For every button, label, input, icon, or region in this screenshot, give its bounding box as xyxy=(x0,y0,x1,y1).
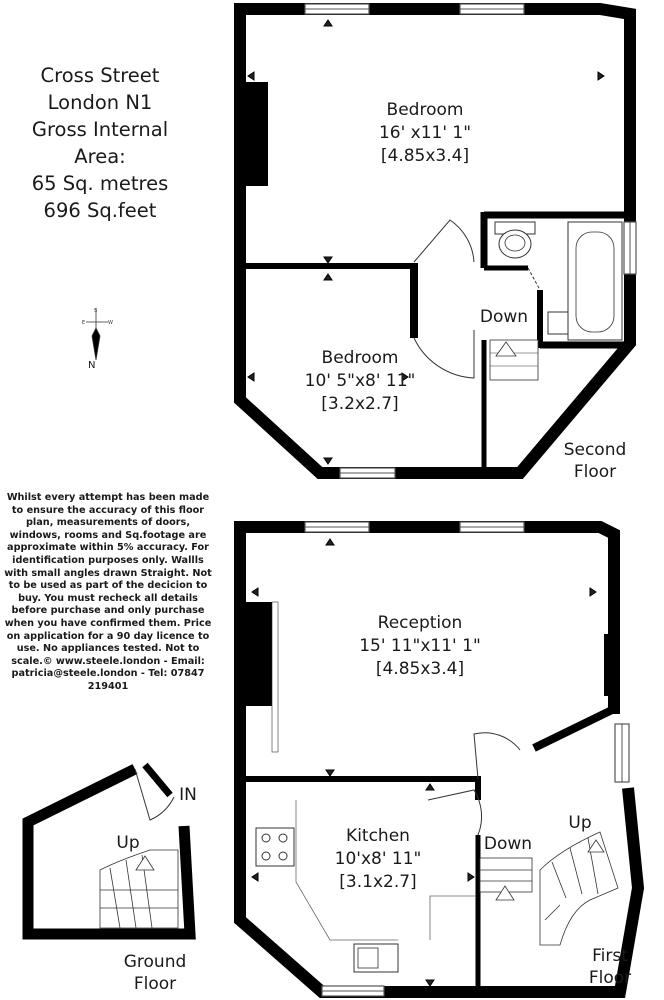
address-street: Cross Street xyxy=(40,64,160,87)
chimney-breast xyxy=(246,602,272,706)
room-name: Bedroom xyxy=(321,348,399,368)
area-metres: 65 Sq. metres xyxy=(31,172,169,195)
stairs xyxy=(479,831,619,946)
svg-text:S: S xyxy=(94,308,97,314)
first-floor-reception: Reception 15' 11"x11' 1" [4.85x3.4] xyxy=(340,612,500,681)
door-swing xyxy=(134,768,175,821)
first-floor-stairs-down-label: Down xyxy=(483,834,533,854)
room-size-metric: [3.1x2.7] xyxy=(339,872,417,892)
floor-label-line: Floor xyxy=(573,462,617,482)
area-summary: Cross Street London N1 Gross Internal Ar… xyxy=(10,62,190,224)
second-floor-stairs-label: Down xyxy=(479,307,529,327)
stairs xyxy=(99,849,179,929)
door-swing xyxy=(427,789,483,836)
second-floor-bedroom-small: Bedroom 10' 5"x8' 11" [3.2x2.7] xyxy=(280,347,440,416)
ground-floor-stairs-label: Up xyxy=(116,833,140,853)
svg-text:E: E xyxy=(82,320,85,326)
first-floor-kitchen: Kitchen 10'x8' 11" [3.1x2.7] xyxy=(298,825,458,894)
ground-floor-plan xyxy=(22,762,196,940)
door-swing xyxy=(473,732,521,780)
area-heading: Gross Internal xyxy=(31,118,169,141)
hob xyxy=(255,827,295,867)
room-size-metric: [4.85x3.4] xyxy=(380,146,470,166)
room-size-metric: [4.85x3.4] xyxy=(375,659,465,679)
chimney-breast xyxy=(246,82,268,186)
room-name: Reception xyxy=(377,613,463,633)
basin xyxy=(547,311,569,335)
room-size-metric: [3.2x2.7] xyxy=(321,394,399,414)
compass-icon: S E W xyxy=(82,308,113,361)
second-floor-outer-wall xyxy=(234,3,636,479)
floor-label-line: Floor xyxy=(588,968,632,988)
door-swing xyxy=(413,219,475,263)
area-heading-cont: Area: xyxy=(74,145,126,168)
first-floor-label: First Floor xyxy=(565,945,655,989)
room-size-imperial: 15' 11"x11' 1" xyxy=(359,636,481,656)
second-floor-label: Second Floor xyxy=(550,439,640,483)
room-size-imperial: 10' 5"x8' 11" xyxy=(304,371,416,391)
first-floor-plan xyxy=(234,521,645,998)
door-swing xyxy=(413,330,475,379)
second-floor-plan xyxy=(234,3,637,479)
floor-label-line: Ground xyxy=(123,952,187,972)
compass-north-label: N xyxy=(88,360,96,371)
svg-text:W: W xyxy=(108,320,113,326)
disclaimer-text: Whilst every attempt has been made to en… xyxy=(4,492,212,692)
room-size-imperial: 16' x11' 1" xyxy=(378,123,472,143)
first-floor-outer-wall xyxy=(234,521,645,998)
ground-floor-label: Ground Floor xyxy=(110,951,200,995)
address-city: London N1 xyxy=(47,91,153,114)
floor-label-line: Floor xyxy=(133,974,177,994)
room-name: Bedroom xyxy=(386,100,464,120)
stairs xyxy=(489,339,539,381)
ground-floor-entrance-label: IN xyxy=(179,785,197,805)
room-size-imperial: 10'x8' 11" xyxy=(334,849,422,869)
room-name: Kitchen xyxy=(346,826,410,846)
first-floor-stairs-up-label: Up xyxy=(568,813,592,833)
area-feet: 696 Sq.feet xyxy=(43,199,157,222)
ground-floor-outer-wall xyxy=(22,764,196,940)
floor-label-line: Second xyxy=(563,440,627,460)
floor-label-line: First xyxy=(592,946,628,966)
second-floor-bedroom-main: Bedroom 16' x11' 1" [4.85x3.4] xyxy=(345,99,505,168)
